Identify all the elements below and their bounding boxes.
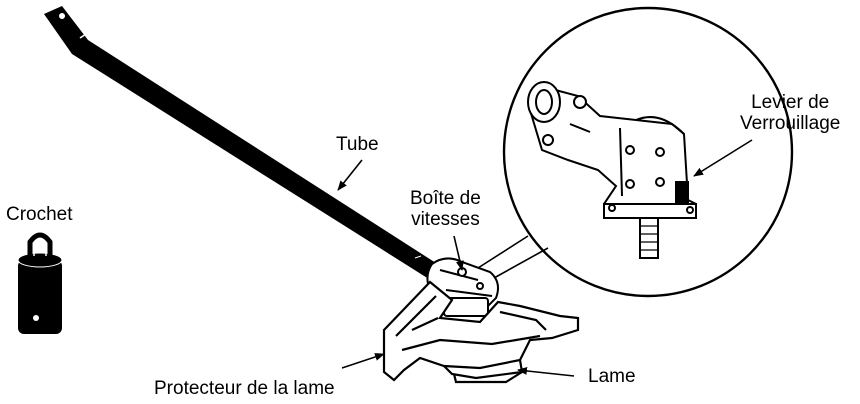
- label-crochet: Crochet: [6, 204, 73, 225]
- label-levier-line2: Verrouillage: [740, 113, 841, 134]
- blade-guard: [382, 280, 580, 384]
- label-levier-line1: Levier de: [751, 92, 830, 113]
- label-tube: Tube: [336, 134, 379, 155]
- label-boite-de-vitesses: Boîte de vitesses: [410, 188, 481, 230]
- detail-circle: [502, 6, 794, 298]
- guard-leader: [341, 353, 385, 369]
- label-boite-line2: vitesses: [411, 209, 480, 230]
- label-lame: Lame: [588, 366, 636, 387]
- tube-leader: [337, 159, 363, 191]
- leader-lines: [337, 139, 753, 377]
- gearbox-leader: [453, 235, 464, 271]
- label-boite-line1: Boîte de: [410, 188, 481, 209]
- blade-leader: [517, 366, 575, 377]
- label-protecteur-de-la-lame: Protecteur de la lame: [154, 378, 335, 399]
- lever-leader: [693, 139, 753, 177]
- detail-connector-lines: [477, 235, 549, 279]
- hook-crochet: [17, 232, 63, 334]
- tube-shaft: [44, 6, 450, 286]
- label-levier-de-verrouillage: Levier de Verrouillage: [740, 92, 840, 134]
